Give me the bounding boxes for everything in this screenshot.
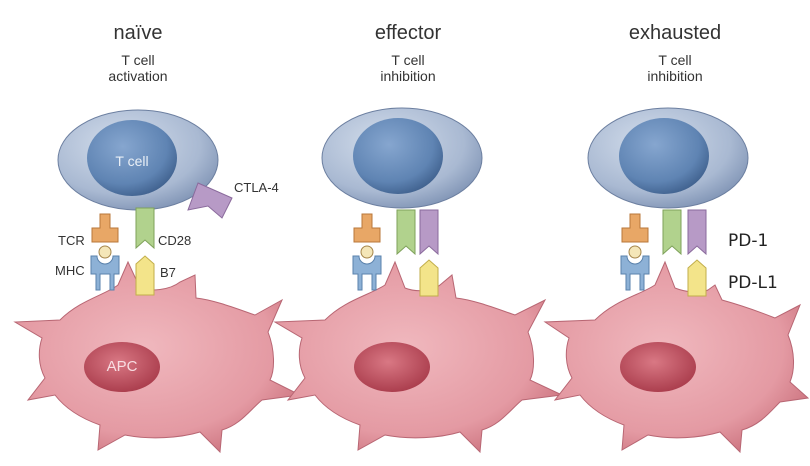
panel-subtitle-line1: T cell bbox=[658, 52, 692, 68]
pdl1-ligand bbox=[419, 259, 439, 297]
pdl1-label: PD-L1 bbox=[728, 273, 778, 293]
pd1-label: PD-1 bbox=[728, 231, 769, 251]
antigen-peptide bbox=[360, 245, 374, 259]
panel-subtitle-line1: T cell bbox=[391, 52, 425, 68]
tcr-label: TCR bbox=[58, 233, 85, 248]
ctla4-receptor bbox=[187, 182, 233, 219]
pd1-receptor bbox=[687, 209, 707, 256]
mhc-molecule bbox=[352, 255, 382, 291]
mhc-molecule bbox=[90, 255, 120, 291]
cd28-receptor bbox=[135, 207, 155, 250]
t-cell-nucleus bbox=[619, 118, 709, 194]
cd28-receptor bbox=[396, 209, 416, 256]
t-cell-nucleus bbox=[87, 120, 177, 196]
t-cell-label: T cell bbox=[115, 153, 149, 169]
panel-effector bbox=[273, 107, 564, 454]
tcr-receptor bbox=[353, 213, 381, 243]
cd28-receptor bbox=[662, 209, 682, 256]
apc-cell bbox=[13, 260, 302, 454]
panel-title-naive: naïve bbox=[113, 22, 163, 44]
panel-title-effector: effector bbox=[374, 22, 442, 44]
panel-subtitle-line1: T cell bbox=[121, 52, 155, 68]
panel-title-exhausted: exhausted bbox=[628, 22, 722, 44]
tcr-receptor bbox=[621, 213, 649, 243]
panel-subtitle-line2: inhibition bbox=[380, 68, 436, 84]
t-cell-nucleus bbox=[353, 118, 443, 194]
panel-naive bbox=[13, 109, 302, 454]
ctla4-label: CTLA-4 bbox=[234, 180, 279, 195]
mhc-label: MHC bbox=[55, 263, 85, 278]
pdl1-ligand bbox=[687, 259, 707, 297]
antigen-peptide bbox=[98, 245, 112, 259]
apc-label: APC bbox=[106, 358, 138, 375]
tcr-receptor bbox=[91, 213, 119, 243]
pd1-receptor bbox=[419, 209, 439, 256]
apc-nucleus bbox=[354, 342, 430, 392]
panel-subtitle-line2: inhibition bbox=[647, 68, 703, 84]
b7-ligand bbox=[135, 255, 155, 296]
mhc-molecule bbox=[620, 255, 650, 291]
apc-nucleus bbox=[84, 342, 160, 392]
antigen-peptide bbox=[628, 245, 642, 259]
panel-subtitle-line2: activation bbox=[108, 68, 168, 84]
panel-exhausted bbox=[543, 107, 810, 454]
b7-label: B7 bbox=[160, 265, 176, 280]
cd28-label: CD28 bbox=[158, 233, 192, 248]
apc-nucleus bbox=[620, 342, 696, 392]
